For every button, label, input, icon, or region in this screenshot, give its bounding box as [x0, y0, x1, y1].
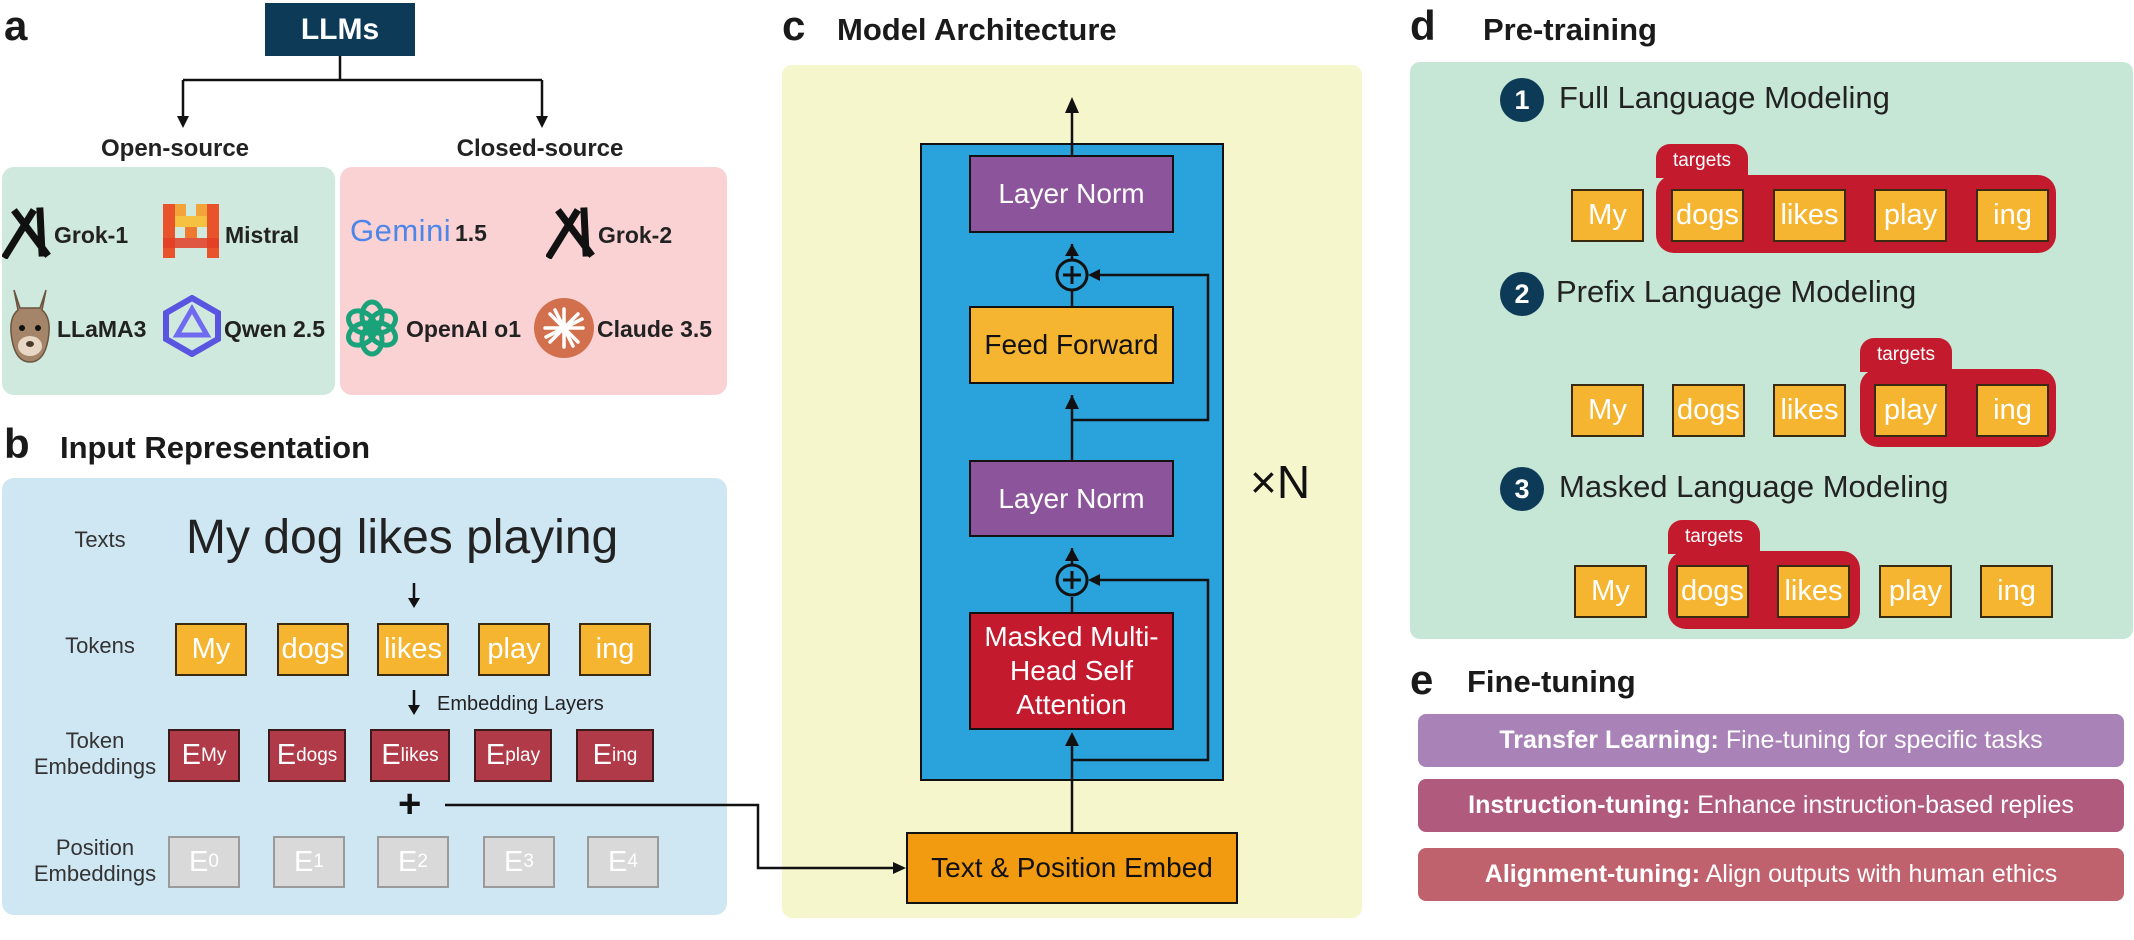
panel-c-title: Model Architecture: [837, 12, 1117, 47]
pretrain-token: ing: [1976, 189, 2049, 242]
texts-row-label: Texts: [74, 527, 126, 552]
panel-b-title: Input Representation: [60, 430, 371, 465]
pre-training-box: [1410, 62, 2133, 639]
objective-title: Masked Language Modeling: [1559, 469, 1949, 504]
objective-title: Prefix Language Modeling: [1556, 274, 1917, 309]
layer-norm-bottom-block: Layer Norm: [969, 460, 1174, 537]
mistral-icon: [163, 204, 219, 258]
panel-a-letter: a: [4, 2, 28, 49]
pretrain-token: dogs: [1672, 384, 1745, 437]
fine-tuning-row-instruction: Instruction-tuning: Enhance instruction-…: [1418, 779, 2124, 832]
closed-source-box: [340, 167, 727, 395]
panel-e-title: Fine-tuning: [1467, 664, 1636, 699]
targets-tab: targets: [1860, 338, 1952, 372]
objective-number-badge: 1: [1500, 78, 1544, 122]
panel-d-letter: d: [1410, 2, 1436, 49]
token-embeddings-row-label: Token Embeddings: [33, 728, 157, 779]
pretrain-token: ing: [1976, 384, 2049, 437]
embedding-plus-sign: +: [398, 782, 422, 826]
targets-tab: targets: [1656, 144, 1748, 178]
openai-icon: [345, 299, 399, 357]
llama-icon: [10, 289, 50, 363]
pretrain-token: likes: [1777, 565, 1850, 618]
pretrain-token: likes: [1773, 189, 1846, 242]
objective-title: Full Language Modeling: [1559, 80, 1890, 115]
gemini-version-label: 1.5: [455, 220, 487, 246]
fine-tuning-row-transfer: Transfer Learning: Fine-tuning for speci…: [1418, 714, 2124, 767]
grok-2-label: Grok-2: [598, 222, 673, 248]
panel-e-letter: e: [1410, 656, 1434, 703]
llms-root-label: LLMs: [300, 12, 380, 46]
token-box: play: [478, 623, 550, 676]
pretrain-token: play: [1874, 384, 1947, 437]
grok-1-label: Grok-1: [54, 222, 129, 248]
claude-label: Claude 3.5: [597, 316, 713, 342]
pretrain-token: My: [1574, 565, 1647, 618]
panel-b-letter: b: [4, 420, 30, 467]
llms-root-node: LLMs: [265, 3, 415, 56]
token-box: ing: [579, 623, 651, 676]
pretrain-token: play: [1879, 565, 1952, 618]
panel-d-title: Pre-training: [1483, 12, 1657, 47]
text-position-embed-block: Text & Position Embed: [906, 832, 1238, 904]
grok-2-icon: [546, 207, 595, 259]
objective-number-badge: 2: [1500, 272, 1544, 316]
pretrain-token: dogs: [1676, 565, 1749, 618]
pretrain-token: dogs: [1671, 189, 1744, 242]
gemini-logo: Gemini: [350, 213, 452, 248]
self-attention-block: Masked Multi-Head Self Attention: [969, 612, 1174, 730]
input-sentence: My dog likes playing: [186, 511, 619, 564]
objective-number-badge: 3: [1500, 467, 1544, 511]
qwen-label: Qwen 2.5: [224, 316, 325, 342]
mistral-label: Mistral: [225, 222, 300, 248]
tokens-row-label: Tokens: [65, 633, 135, 658]
pretrain-token: ing: [1980, 565, 2053, 618]
targets-tab: targets: [1668, 520, 1760, 554]
openai-o1-label: OpenAI o1: [406, 316, 522, 342]
pretrain-token: likes: [1773, 384, 1846, 437]
closed-source-label: Closed-source: [456, 135, 624, 162]
position-embeddings-row-label: Position Embeddings: [33, 835, 157, 886]
grok-1-icon: [2, 207, 51, 259]
panel-b-arrows: [408, 583, 420, 715]
fine-tuning-row-alignment: Alignment-tuning: Align outputs with hum…: [1418, 848, 2124, 901]
layer-norm-top-block: Layer Norm: [969, 155, 1174, 233]
embedding-layers-label: Embedding Layers: [437, 693, 604, 715]
claude-icon: [534, 298, 594, 358]
qwen-icon: [163, 295, 221, 357]
panel-c-letter: c: [782, 2, 806, 49]
token-box: My: [175, 623, 247, 676]
llama3-label: LLaMA3: [57, 316, 147, 342]
llms-tree-connector: [177, 56, 548, 128]
pretrain-token: play: [1874, 189, 1947, 242]
pretrain-token: My: [1571, 189, 1644, 242]
feed-forward-block: Feed Forward: [969, 306, 1174, 384]
token-box: likes: [377, 623, 449, 676]
pretrain-token: My: [1571, 384, 1644, 437]
repeat-n-label: ×N: [1250, 456, 1311, 508]
token-box: dogs: [277, 623, 349, 676]
open-source-label: Open-source: [100, 135, 250, 162]
